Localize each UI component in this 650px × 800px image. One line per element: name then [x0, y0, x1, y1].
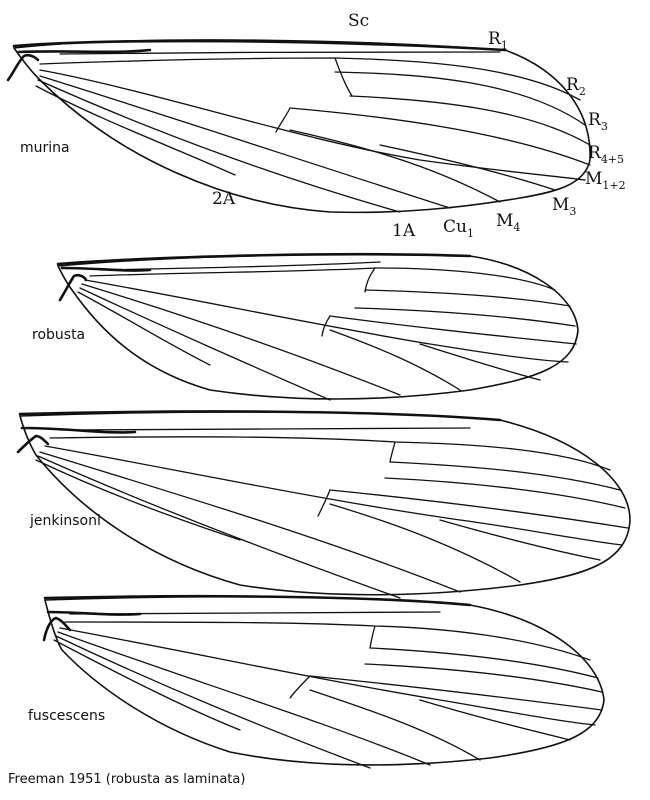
vein-1a: [37, 455, 401, 599]
vein-m4: [289, 129, 501, 203]
wing-robusta: [56, 252, 579, 401]
vein-m3: [379, 144, 556, 191]
species-label-fuscescens: fuscescens: [28, 708, 106, 724]
wing-base: [6, 53, 40, 82]
vein-label-m4: M4: [496, 211, 520, 234]
species-label-jenkinsoni: jenkinsoni: [30, 513, 101, 529]
vein-r2: [369, 647, 599, 679]
crossvein: [369, 625, 376, 649]
wing-fuscescens: [42, 594, 605, 769]
crossvein: [289, 675, 311, 699]
vein-r3: [354, 307, 576, 327]
vein-r45: [289, 107, 591, 166]
vein-r1: [99, 261, 381, 271]
vein-label-cu1: Cu1: [443, 217, 474, 240]
vein-r45: [329, 315, 577, 345]
vein-1a: [79, 287, 331, 401]
vein-2a: [35, 85, 236, 176]
vein-rs: [89, 267, 556, 291]
vein-2a: [77, 291, 211, 366]
vein-r3: [384, 477, 626, 509]
vein-m12: [59, 627, 596, 726]
vein-m4: [309, 689, 481, 761]
vein-cu1: [39, 75, 451, 209]
vein-sc: [16, 48, 152, 54]
vein-rs: [64, 621, 591, 661]
wing-outline: [12, 39, 591, 214]
vein-cu1: [57, 631, 431, 766]
vein-m3: [439, 519, 601, 561]
vein-costa: [12, 39, 507, 52]
crossvein: [389, 441, 396, 463]
vein-label-m3: M3: [552, 195, 576, 218]
vein-rs: [49, 436, 611, 471]
vein-label-r3: R3: [588, 110, 608, 133]
crossvein: [321, 315, 331, 337]
vein-label-sc: Sc: [348, 11, 369, 31]
vein-1a: [37, 79, 401, 213]
vein-label-r2: R2: [566, 75, 586, 98]
crossvein: [334, 57, 353, 97]
vein-r2: [364, 289, 571, 307]
vein-sc: [20, 426, 137, 434]
wing-murina: Sc R1 R2 R3 R4+5 M1+2 M3 M4 Cu1 1A 2A: [6, 11, 626, 241]
vein-label-1a: 1A: [392, 221, 416, 241]
vein-r3: [364, 663, 603, 693]
vein-r2: [389, 461, 621, 491]
vein-r1: [59, 427, 471, 431]
vein-2a: [53, 639, 241, 731]
species-label-murina: murina: [20, 140, 70, 156]
vein-cu1: [81, 283, 401, 396]
wing-base: [58, 273, 88, 302]
figure-caption: Freeman 1951 (robusta as laminata): [8, 772, 246, 787]
crossvein: [364, 267, 376, 293]
vein-r2: [334, 71, 586, 126]
vein-r1: [59, 51, 501, 55]
vein-costa: [56, 252, 472, 266]
vein-m4: [329, 329, 461, 391]
crossvein: [317, 489, 331, 517]
vein-1a: [55, 635, 371, 769]
vein-label-m12: M1+2: [585, 169, 626, 192]
wing-base: [16, 434, 50, 454]
vein-costa: [43, 594, 472, 607]
species-label-robusta: robusta: [32, 327, 86, 343]
vein-r45: [309, 675, 603, 711]
vein-m4: [329, 503, 521, 583]
vein-label-r1: R1: [488, 29, 508, 52]
wing-jenkinsoni: [16, 410, 631, 599]
vein-r1: [69, 611, 441, 615]
vein-m12: [44, 445, 623, 546]
vein-2a: [35, 459, 241, 541]
vein-m12: [84, 279, 569, 363]
vein-cu1: [39, 451, 461, 593]
crossvein: [275, 107, 291, 133]
vein-r45: [329, 489, 629, 529]
vein-costa: [18, 410, 502, 422]
vein-label-r45: R4+5: [588, 143, 624, 166]
wing-base: [42, 616, 72, 642]
vein-label-2a: 2A: [212, 189, 236, 209]
vein-m3: [419, 343, 541, 381]
vein-m3: [419, 699, 571, 741]
vein-r3: [349, 95, 591, 146]
